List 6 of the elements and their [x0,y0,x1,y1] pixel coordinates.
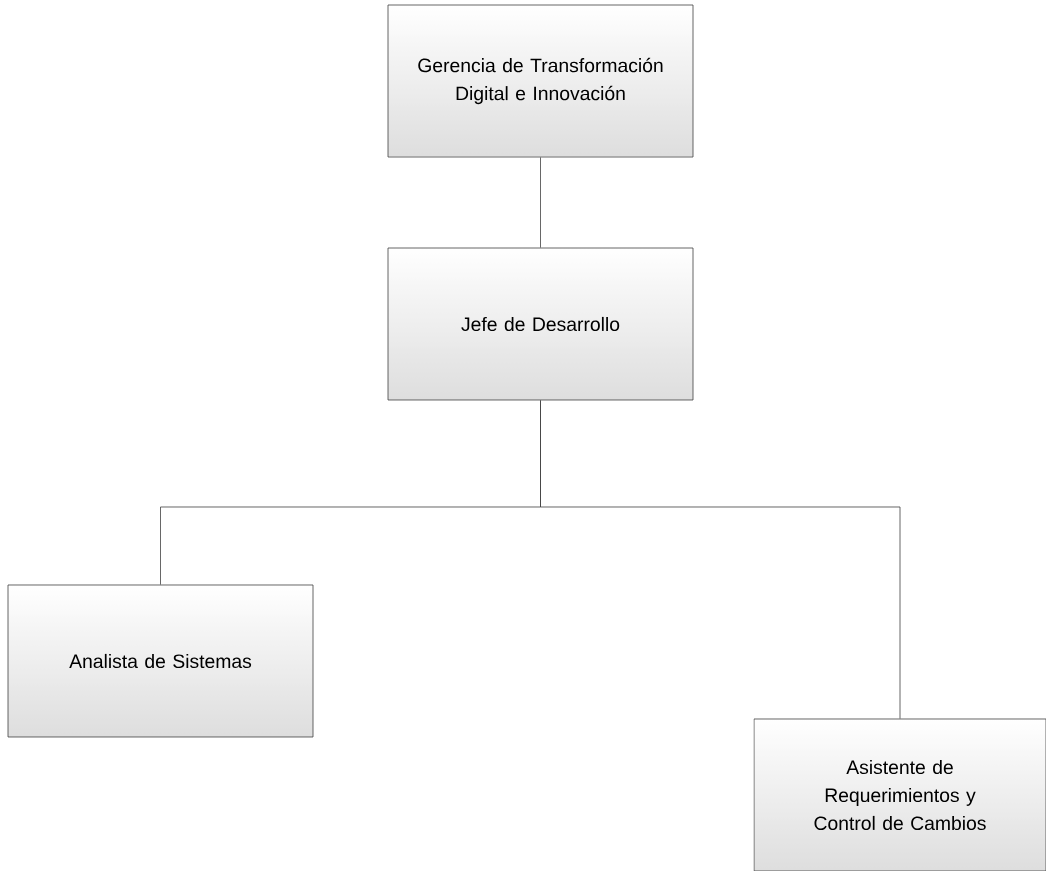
connector-line [540,400,901,719]
position-box: Jefe de Desarrollo [387,247,694,401]
position-box: Analista de Sistemas [7,584,314,738]
position-box: Asistente de Requerimientos y Control de Cambios [753,718,1046,871]
connector-line [540,157,541,248]
position-box: Gerencia de Transformación Digital e Innovación [387,4,694,158]
